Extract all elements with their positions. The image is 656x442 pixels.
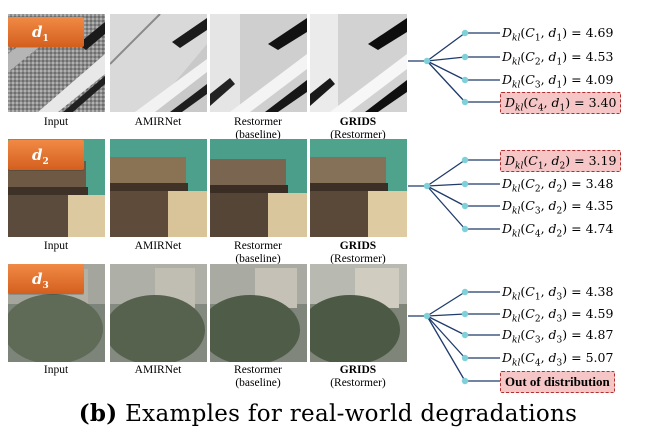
row3-caption-restormer: Restormer(baseline): [234, 364, 282, 389]
row3-restormer-image: [210, 264, 307, 362]
row3-caption-input: Input: [43, 364, 69, 376]
degradation-tag-d1: d1: [8, 17, 84, 47]
row3-out-of-distribution-label: Out of distribution: [500, 371, 615, 393]
row2-label-2: Dkl(C2, d2) = 3.48: [502, 176, 614, 195]
row1-label-4-highlighted: Dkl(C4, d1) = 3.40: [500, 92, 622, 114]
row1-label-1: Dkl(C1, d1) = 4.69: [502, 25, 614, 44]
row1-label-3: Dkl(C3, d1) = 4.09: [502, 72, 614, 91]
row2-label-1-highlighted: Dkl(C1, d2) = 3.19: [500, 150, 622, 172]
row1-caption-grids: GRIDS(Restormer): [330, 116, 386, 141]
row3-label-2: Dkl(C2, d3) = 4.59: [502, 306, 614, 325]
degradation-tag-d3: d3: [8, 264, 84, 294]
row2-caption-amirnet: AMIRNet: [134, 240, 182, 252]
row1-caption-restormer: Restormer(baseline): [234, 116, 282, 141]
row1-connector-trunk: [426, 32, 466, 62]
row2-caption-restormer: Restormer(baseline): [234, 240, 282, 265]
row1-restormer-image: [210, 14, 307, 112]
row1-label-2: Dkl(C2, d1) = 4.53: [502, 49, 614, 68]
row2-label-4: Dkl(C4, d2) = 4.74: [502, 221, 614, 240]
row2-restormer-image: [210, 139, 307, 237]
row1-grids-image: [310, 14, 407, 112]
row3-grids-image: [310, 264, 407, 362]
row2-grids-image: [310, 139, 407, 237]
row3-caption-amirnet: AMIRNet: [134, 364, 182, 376]
figure-caption: (b) Examples for real-world degradations: [0, 400, 656, 427]
row2-amirnet-image: [110, 139, 207, 237]
row1-caption-input: Input: [43, 116, 69, 128]
row3-label-1: Dkl(C1, d3) = 4.38: [502, 284, 614, 303]
figure-caption-text: Examples for real-world degradations: [125, 401, 578, 427]
row2-label-3: Dkl(C3, d2) = 4.35: [502, 198, 614, 217]
row1-amirnet-image: [110, 14, 207, 112]
row3-label-4: Dkl(C4, d3) = 5.07: [502, 350, 614, 369]
row2-caption-input: Input: [43, 240, 69, 252]
row2-caption-grids: GRIDS(Restormer): [330, 240, 386, 265]
degradation-tag-d2: d2: [8, 140, 84, 170]
figure-caption-prefix: (b): [78, 400, 118, 427]
row3-amirnet-image: [110, 264, 207, 362]
row3-caption-grids: GRIDS(Restormer): [330, 364, 386, 389]
row1-caption-amirnet: AMIRNet: [134, 116, 182, 128]
row3-label-3: Dkl(C3, d3) = 4.87: [502, 327, 614, 346]
